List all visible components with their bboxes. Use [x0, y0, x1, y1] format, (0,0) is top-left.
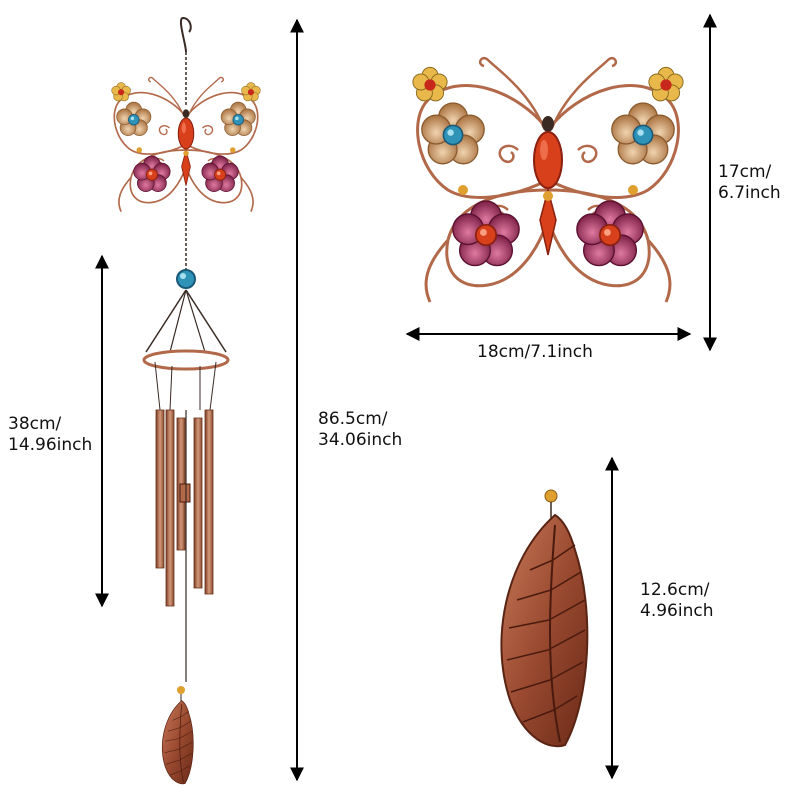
leaf-length-label: 12.6cm/ 4.96inch — [640, 580, 714, 621]
butterfly-detail — [413, 58, 683, 302]
wind-chime — [112, 16, 261, 785]
blue-bead — [176, 269, 196, 289]
chime-tubes — [155, 409, 214, 607]
chime-ring — [142, 349, 230, 371]
total-length-label: 86.5cm/ 34.06inch — [318, 409, 403, 450]
leaf-detail — [500, 489, 589, 748]
hook-icon — [179, 16, 192, 53]
tubes-length-label: 38cm/ 14.96inch — [8, 414, 93, 455]
butterfly-height-label: 17cm/ 6.7inch — [718, 162, 781, 203]
chime-leaf — [161, 700, 194, 785]
butterfly-width-label: 18cm/7.1inch — [477, 342, 593, 362]
